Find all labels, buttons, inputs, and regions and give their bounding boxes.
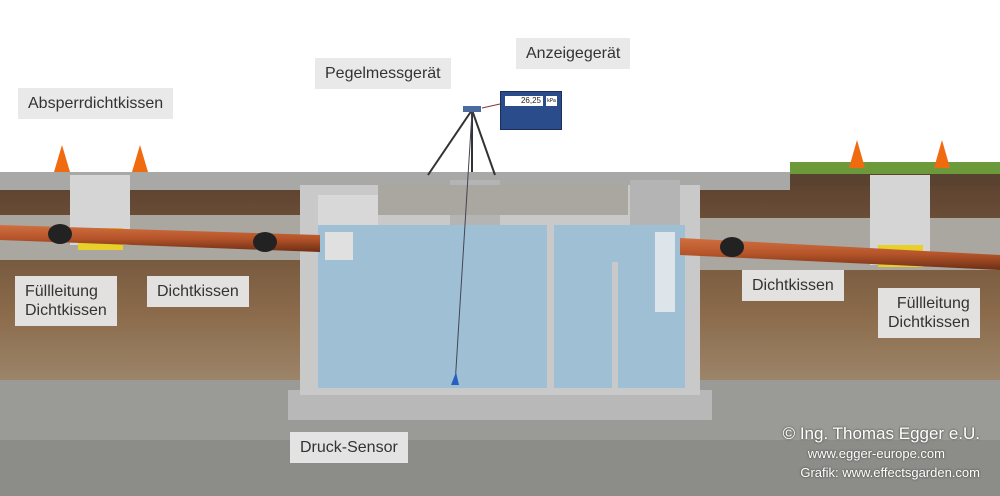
label-absperrdichtkissen: Absperrdichtkissen — [18, 88, 174, 119]
label-fuellleitung-left: Füllleitung Dichtkissen — [15, 276, 117, 326]
credit-graphic: Grafik: www.effectsgarden.com — [800, 465, 980, 480]
label-line: Dichtkissen — [888, 314, 970, 331]
credit-website: www.egger-europe.com — [807, 446, 945, 461]
tripod — [427, 109, 496, 176]
credit-copyright: © Ing. Thomas Egger e.U. — [782, 424, 980, 443]
label-anzeigegeraet: Anzeigegerät — [516, 38, 631, 69]
label-dichtkissen-right: Dichtkissen — [742, 270, 844, 301]
label-line: Dichtkissen — [25, 302, 107, 319]
display-unit: kPa — [546, 96, 557, 106]
pipe-left — [0, 225, 320, 252]
pipe-right — [680, 238, 1000, 270]
cushion — [253, 232, 277, 252]
pressure-sensor — [451, 372, 459, 385]
display-value: 26,25 — [505, 96, 543, 106]
water — [318, 225, 685, 388]
grass — [790, 162, 1000, 176]
label-pegelmessgeraet: Pegelmessgerät — [315, 58, 451, 89]
label-druck-sensor: Druck-Sensor — [290, 432, 408, 463]
display-device: 26,25 kPa — [500, 91, 562, 130]
label-line: Füllleitung — [896, 295, 970, 312]
label-dichtkissen-left: Dichtkissen — [147, 276, 249, 307]
label-line: Füllleitung — [25, 283, 98, 300]
cushion — [720, 237, 744, 257]
label-fuellleitung-right: Füllleitung Dichtkissen — [878, 288, 980, 338]
cushion — [48, 224, 72, 244]
